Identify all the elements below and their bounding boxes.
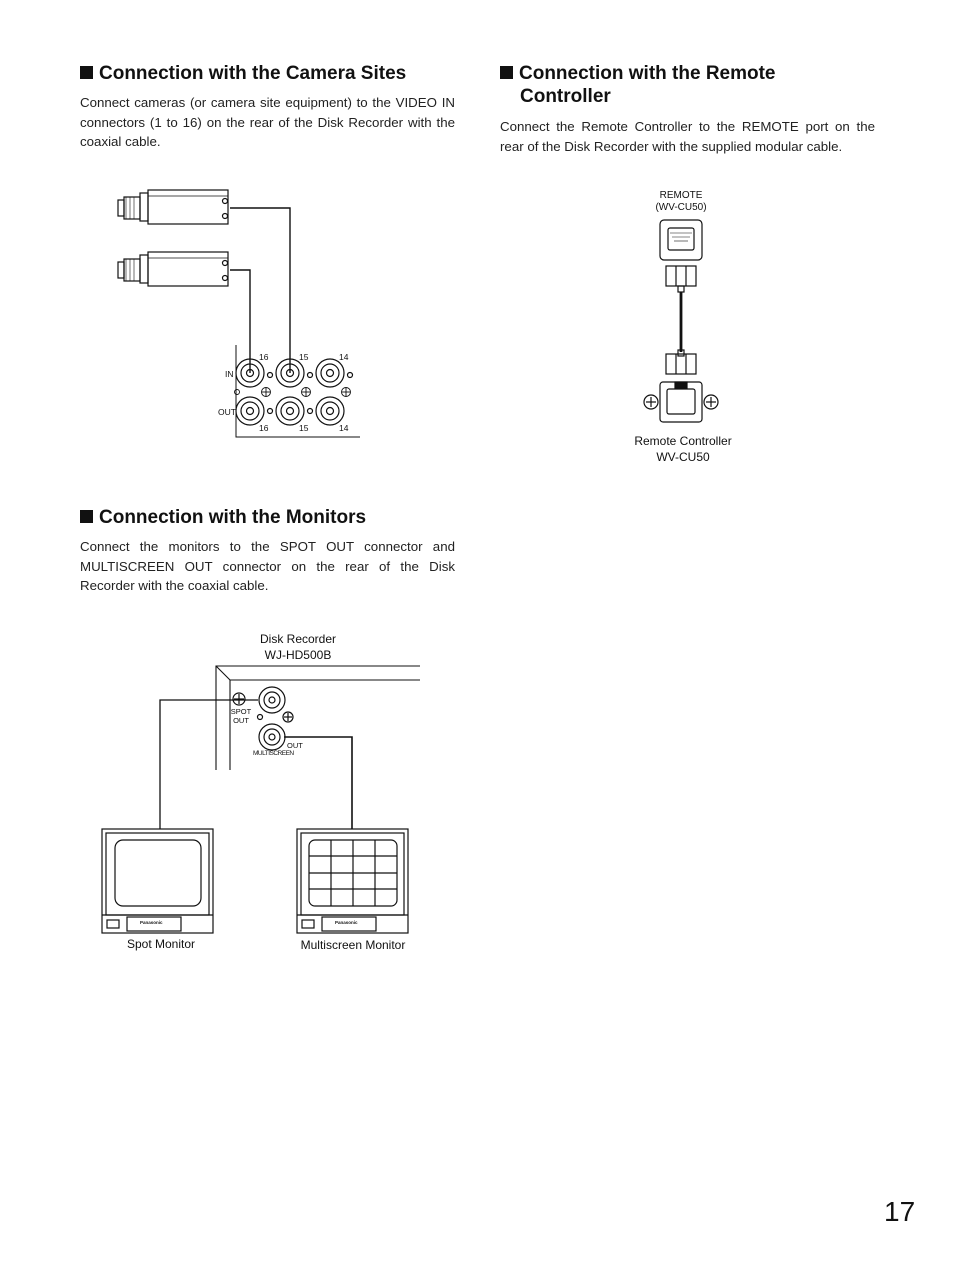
spot-monitor-brand: Panasonic	[140, 920, 163, 925]
modular-plug-top-icon	[665, 265, 697, 293]
multiscreen-monitor-label: Multiscreen Monitor	[300, 938, 406, 952]
multiscreen-cable	[284, 736, 353, 829]
remote-port-label-line2: (WV-CU50)	[655, 202, 707, 213]
in-label: IN	[225, 369, 234, 379]
remote-controller-label-line2: WV-CU50	[656, 450, 710, 464]
remote-section-body: Connect the Remote Controller to the REM…	[500, 119, 875, 154]
multiscreen-monitor-brand: Panasonic	[335, 920, 358, 925]
spot-out-label-line1: SPOT	[230, 707, 252, 716]
spot-monitor-label: Spot Monitor	[126, 937, 196, 951]
multiscreen-out-label: OUT	[287, 741, 303, 750]
video-in-connectors	[235, 358, 354, 388]
camera-section-title: Connection with the Camera Sites	[80, 62, 406, 85]
monitors-title-text: Connection with the Monitors	[99, 507, 367, 528]
video-out-connectors	[235, 396, 345, 426]
camera-1-icon	[117, 189, 229, 225]
remote-title-line1: Connection with the Remote	[519, 63, 776, 84]
connector-label-14-bottom: 14	[339, 423, 349, 433]
remote-controller-label-line1: Remote Controller	[634, 434, 732, 448]
connector-label-16-top: 16	[259, 352, 269, 362]
monitors-section-body: Connect the monitors to the SPOT OUT con…	[80, 539, 455, 593]
page-number: 17	[884, 1196, 916, 1227]
remote-title-line2: Controller	[520, 86, 611, 107]
multiscreen-label: MULTISCREEN	[253, 750, 294, 757]
bullet-square-icon	[500, 66, 513, 79]
camera-2-icon	[117, 251, 229, 287]
multiscreen-monitor-icon	[296, 828, 409, 934]
remote-port-icon	[659, 219, 703, 261]
camera-1-cable	[230, 207, 291, 373]
spot-out-label: SPOT OUT	[230, 707, 252, 725]
disk-recorder-label-line2: WJ-HD500B	[264, 648, 332, 662]
disk-recorder-label-line1: Disk Recorder	[259, 632, 337, 646]
spot-monitor-icon	[101, 828, 214, 934]
remote-port-label: REMOTE (WV-CU50)	[641, 190, 721, 214]
connector-label-15-bottom: 15	[299, 423, 309, 433]
spot-out-connector	[232, 686, 294, 723]
modular-plug-bottom-icon	[665, 349, 697, 375]
multiscreen-out-connector	[258, 723, 286, 751]
remote-controller-label: Remote Controller WV-CU50	[623, 433, 743, 465]
connector-label-15-top: 15	[299, 352, 309, 362]
camera-2-cable	[230, 269, 251, 373]
remote-controller-port-icon	[643, 381, 719, 423]
connector-label-14-top: 14	[339, 352, 349, 362]
bullet-square-icon	[80, 510, 93, 523]
camera-title-text: Connection with the Camera Sites	[99, 63, 407, 84]
bullet-square-icon	[80, 66, 93, 79]
remote-port-label-line1: REMOTE	[659, 190, 703, 201]
disk-recorder-label: Disk Recorder WJ-HD500B	[243, 631, 353, 663]
spot-cable	[159, 699, 258, 829]
spot-out-label-line2: OUT	[233, 716, 249, 725]
remote-section-title: Connection with the Remote Controller	[500, 62, 776, 108]
connector-label-16-bottom: 16	[259, 423, 269, 433]
out-label: OUT	[218, 407, 236, 417]
camera-section-body: Connect cameras (or camera site equipmen…	[80, 95, 455, 149]
monitors-section-title: Connection with the Monitors	[80, 506, 366, 529]
